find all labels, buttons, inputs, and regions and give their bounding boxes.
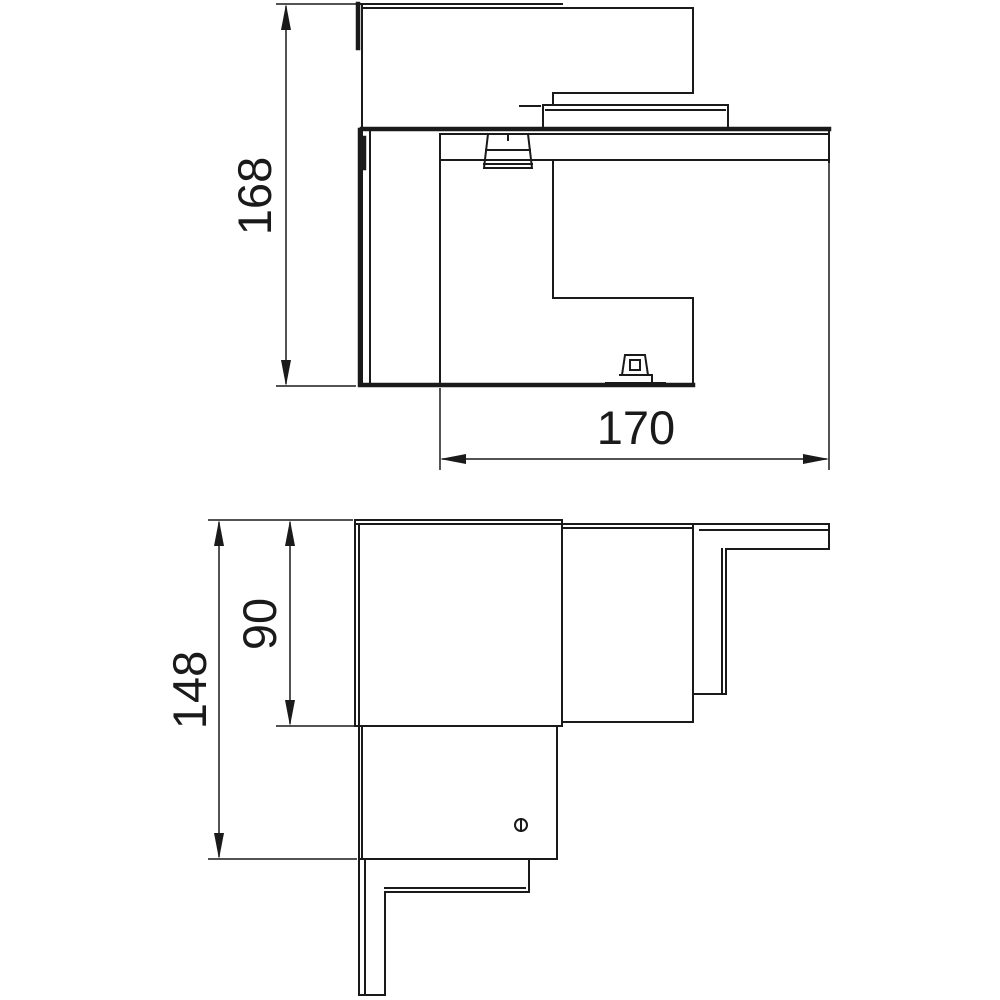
dimension-170-label: 170 (597, 401, 675, 454)
bottom-clip (605, 354, 666, 384)
top-view-body (355, 1, 832, 388)
dimension-90: 90 (233, 520, 357, 727)
front-view: 148 90 (163, 519, 830, 996)
top-view: 168 170 (228, 1, 832, 470)
screw-hole (514, 818, 528, 832)
front-view-body (354, 519, 830, 996)
rail-clip (482, 132, 534, 169)
dimension-170: 170 (439, 163, 830, 470)
dimension-90-label: 90 (233, 598, 286, 650)
dimension-168: 168 (228, 3, 356, 387)
dimension-168-label: 168 (228, 157, 281, 235)
dimension-148-label: 148 (163, 651, 216, 729)
dimension-148: 148 (163, 519, 357, 860)
